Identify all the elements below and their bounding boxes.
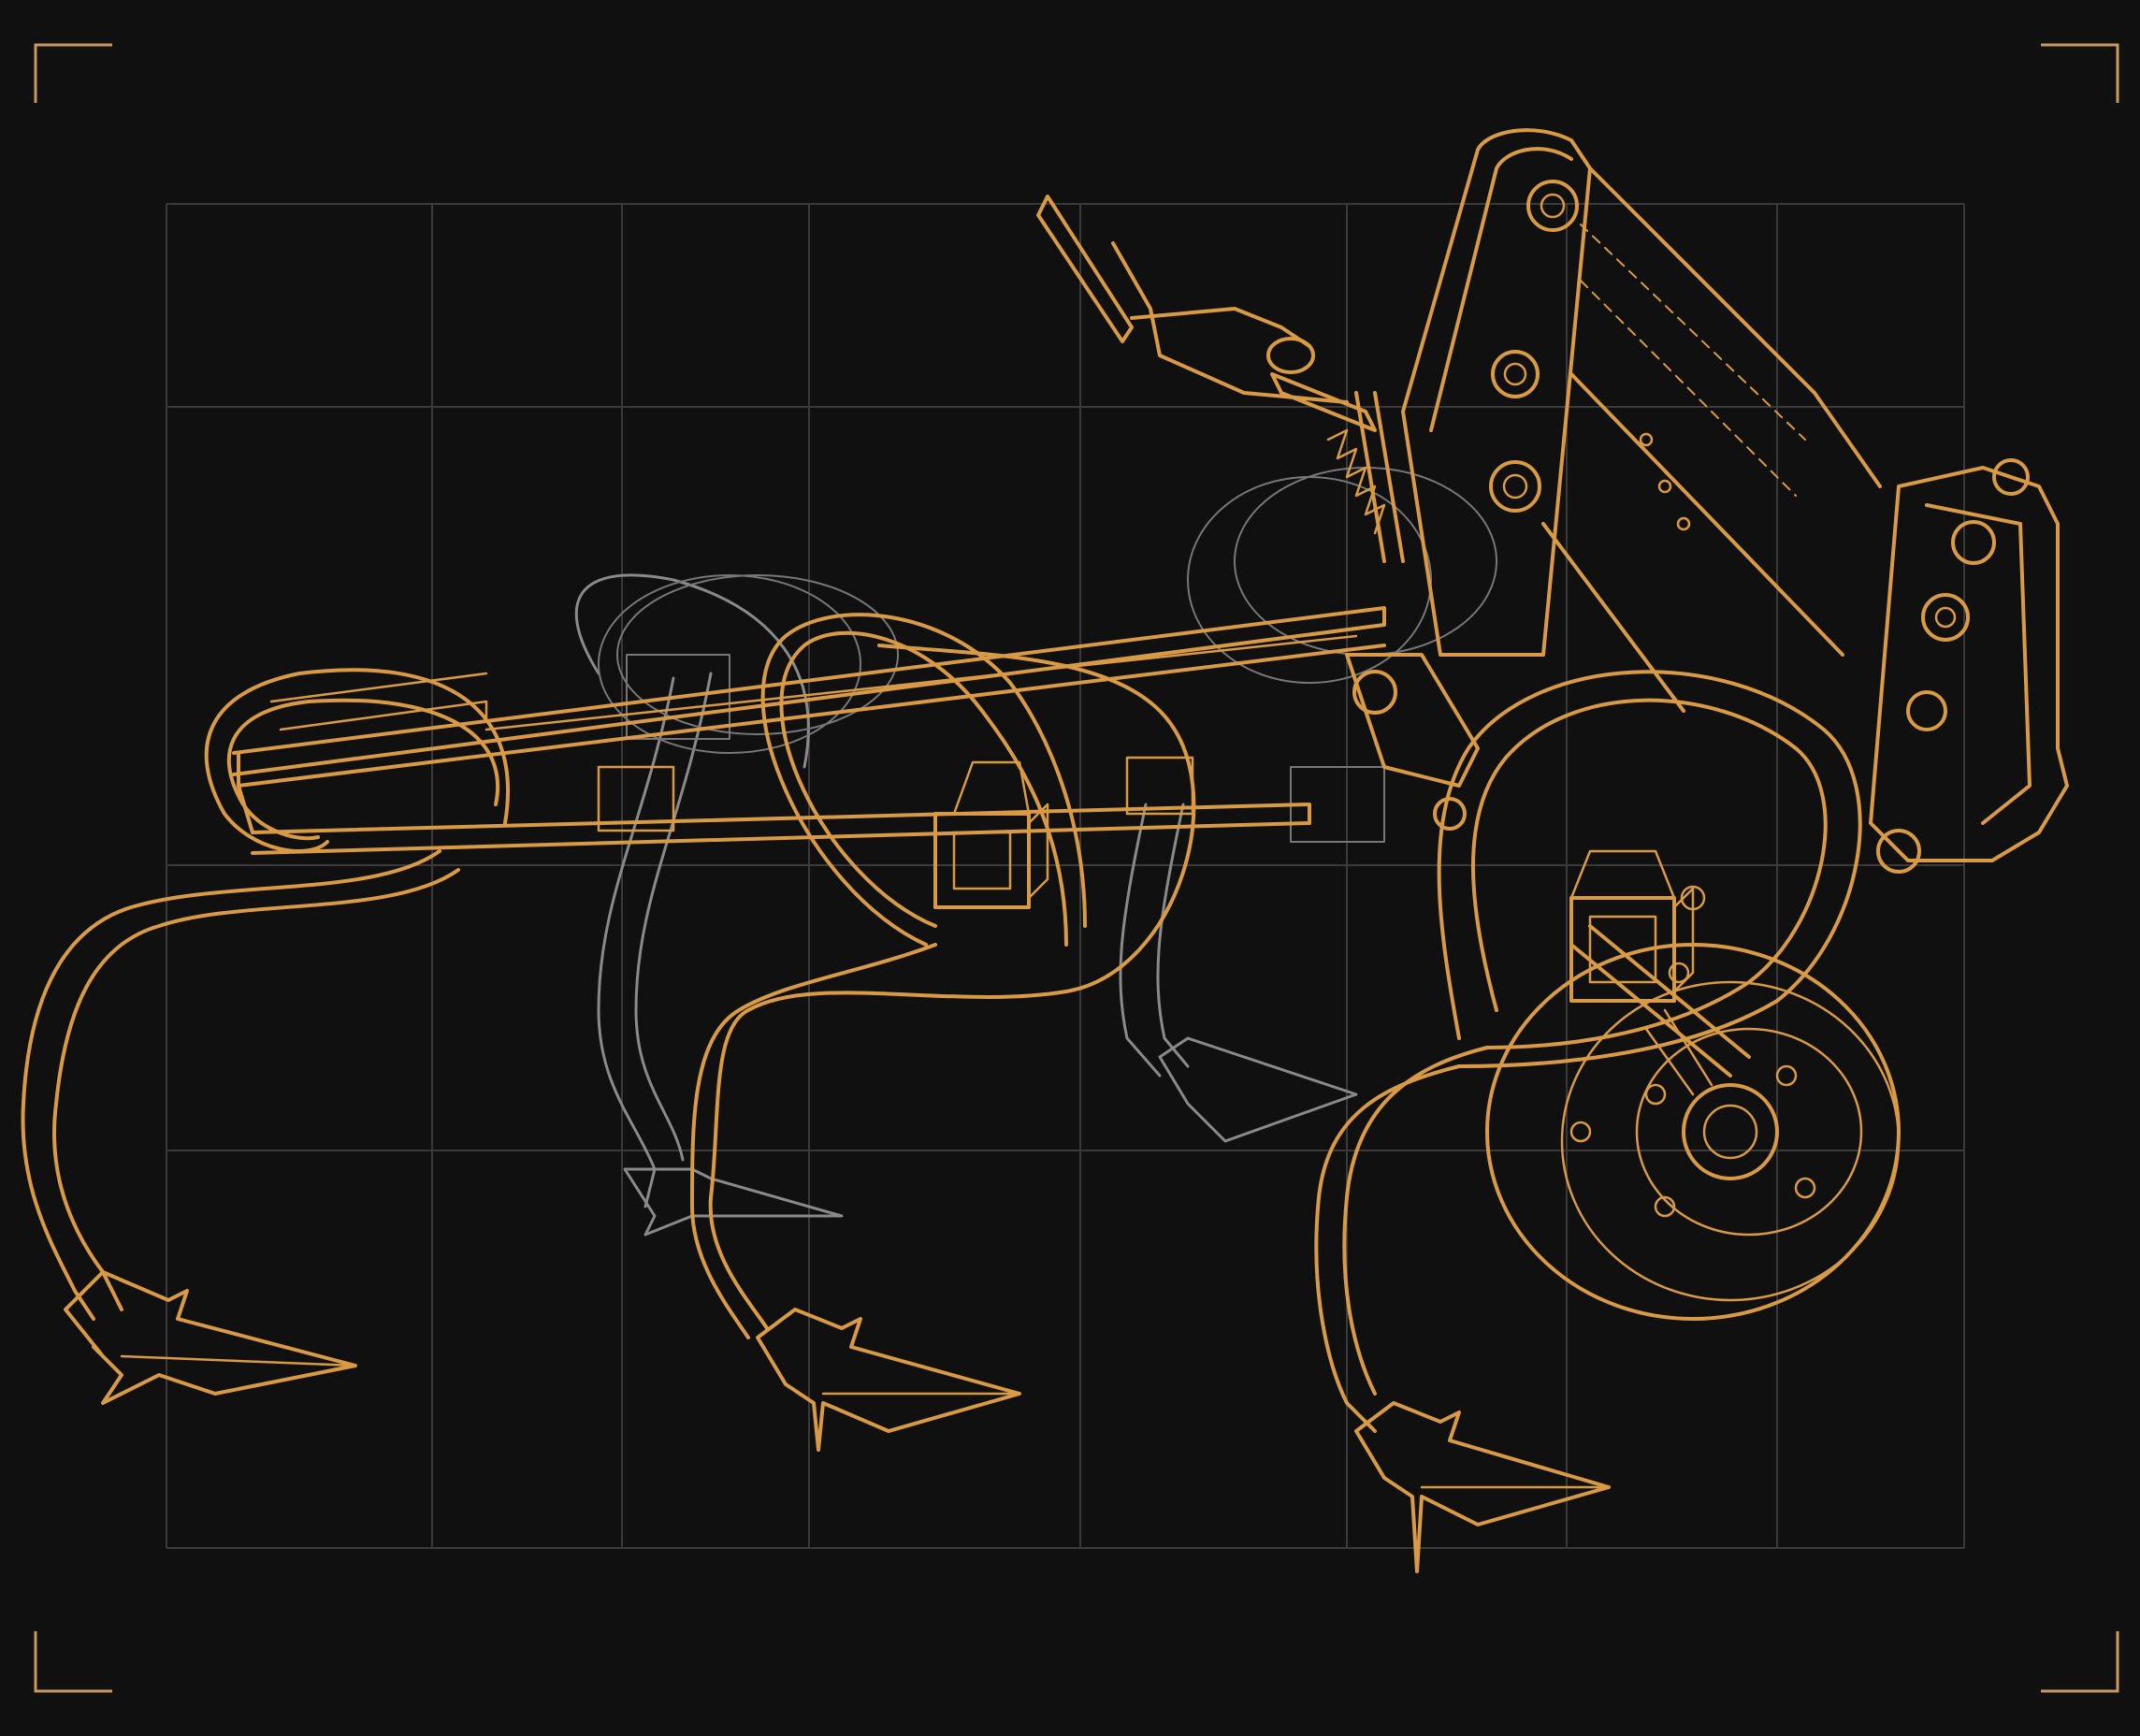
bracket-bolt-1 xyxy=(1992,458,2030,496)
bracket-bolt-5 xyxy=(1876,829,1921,874)
corner-mark-bottom-right xyxy=(2041,1631,2119,1693)
hitch-bracket xyxy=(1869,466,2069,862)
corner-mark-top-right xyxy=(2041,43,2119,103)
spring-tine-3 xyxy=(1314,670,1862,1573)
ghost-coil-1 xyxy=(598,574,861,754)
corner-marks xyxy=(34,43,2119,1693)
bracket-bolt-2 xyxy=(1951,520,1996,565)
mast-bolt-1 xyxy=(1526,180,1579,232)
background-grid xyxy=(166,203,1965,1549)
lever-collar xyxy=(1266,337,1315,374)
gauge-wheel xyxy=(1485,924,1901,1321)
bracket-bolt-3 xyxy=(1921,593,1970,642)
corner-mark-bottom-left xyxy=(34,1631,112,1693)
spring-tine-3-coil xyxy=(1437,670,1862,1068)
gauge-wheel-tire xyxy=(1485,943,1901,1321)
frame-bar-inner xyxy=(484,634,1358,731)
ghost-shovel-2 xyxy=(1158,1036,1358,1143)
clamp-2 xyxy=(933,812,1031,909)
adjust-lever xyxy=(1036,195,1405,563)
frame-bar xyxy=(232,606,1386,855)
frame-joint-bolt xyxy=(1352,670,1397,715)
ghost-tine-1 xyxy=(597,676,675,1208)
sweep-shovel-1 xyxy=(64,1270,357,1405)
mast-bolt-2 xyxy=(1491,350,1540,398)
clamp-3 xyxy=(1569,896,1676,1003)
spring-tine-2-coil xyxy=(779,630,1068,947)
bracket-bolt-4 xyxy=(1906,690,1947,731)
spring-tine-2 xyxy=(690,613,1196,1452)
ghost-shovel-1 xyxy=(623,1167,844,1237)
rear-tines-ghost xyxy=(574,467,1497,1237)
gauge-wheel-hub xyxy=(1682,1083,1779,1180)
hitch-mast xyxy=(1345,128,2069,874)
corner-mark-top-left xyxy=(34,43,112,103)
ghost-tine-2 xyxy=(1119,803,1162,1078)
spring-tine-1-coil xyxy=(204,668,511,853)
sweep-shovel-3 xyxy=(1354,1401,1611,1573)
lever-spring xyxy=(1326,428,1386,535)
mast-bolt-3 xyxy=(1489,460,1541,513)
spring-tine-1 xyxy=(21,668,511,1405)
sweep-shovel-2 xyxy=(756,1308,1021,1452)
